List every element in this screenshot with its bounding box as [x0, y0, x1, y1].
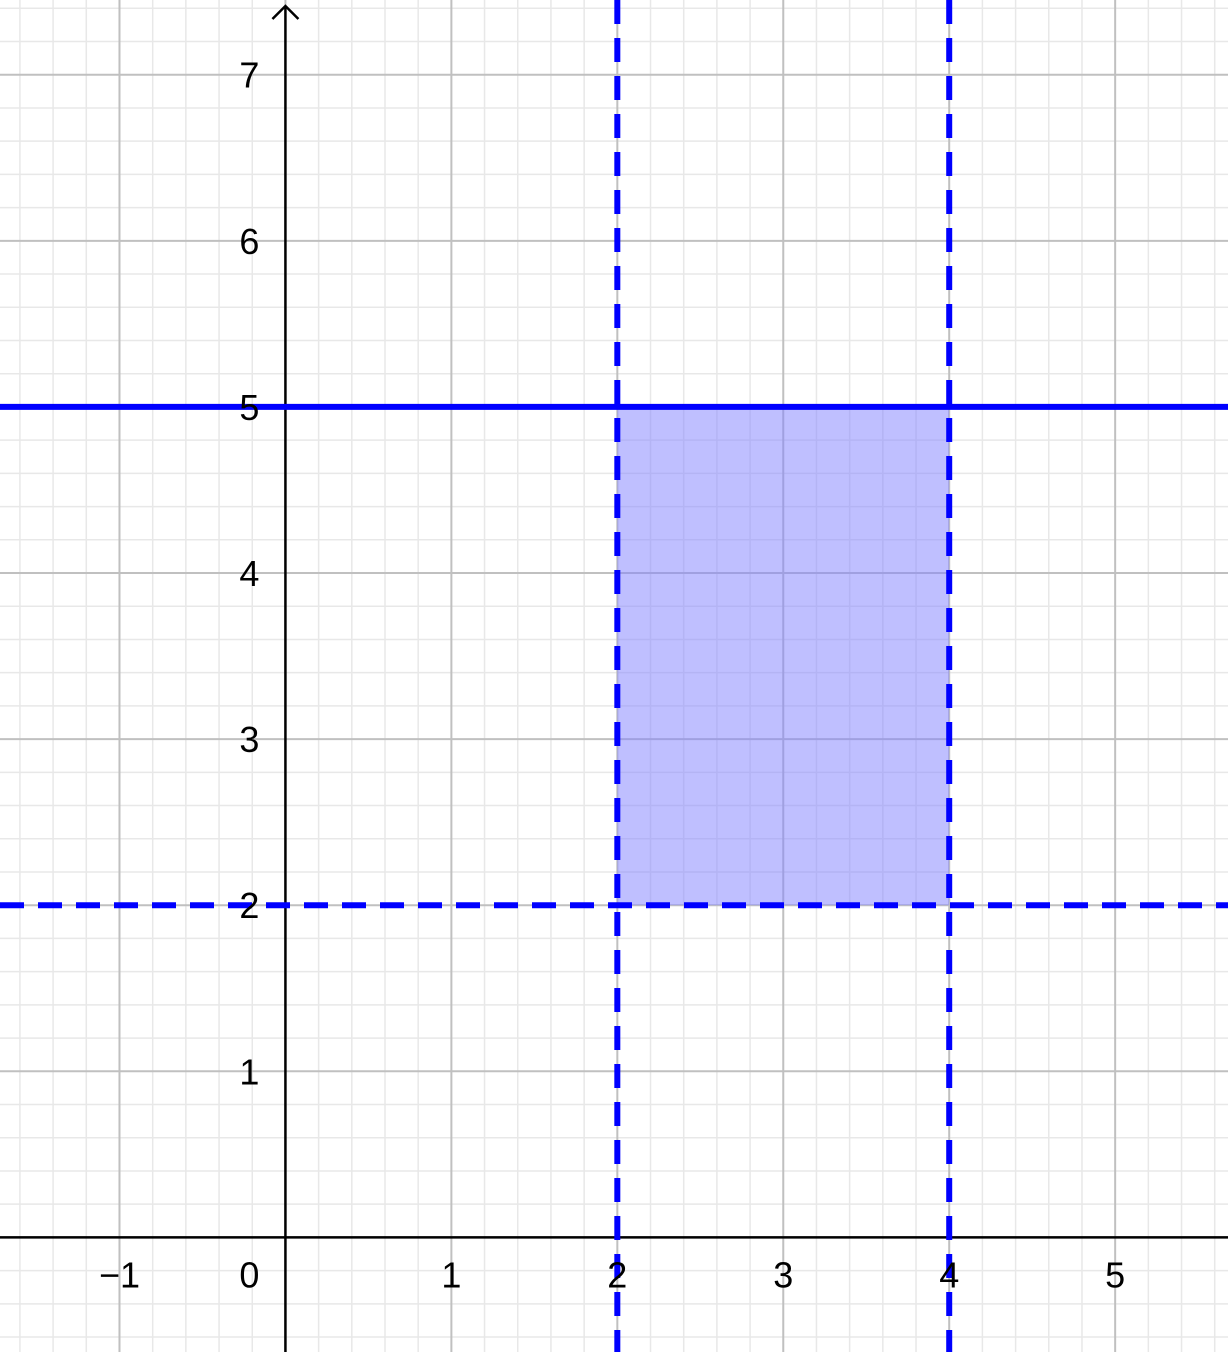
- y-tick-label: 6: [239, 221, 259, 262]
- y-tick-label: 4: [239, 553, 259, 594]
- y-tick-label: 1: [239, 1051, 259, 1092]
- y-tick-label: 2: [239, 885, 259, 926]
- x-tick-label: −1: [99, 1254, 140, 1295]
- axes: [0, 4, 1228, 1352]
- x-tick-label: 1: [441, 1254, 461, 1295]
- x-tick-label: 4: [939, 1254, 959, 1295]
- y-tick-label: 5: [239, 387, 259, 428]
- tick-labels: −1 1 2 3 4 5 0 1 2 3 4 5 6 7: [99, 55, 1125, 1296]
- y-tick-label: 7: [239, 55, 259, 96]
- y-axis-arrow-icon: [271, 4, 300, 20]
- shaded-solution-region: [617, 406, 950, 906]
- origin-label: 0: [239, 1254, 259, 1295]
- y-tick-label: 3: [239, 719, 259, 760]
- x-tick-label: 2: [607, 1254, 627, 1295]
- solution-region: [617, 406, 950, 906]
- x-tick-label: 5: [1105, 1254, 1125, 1295]
- x-tick-label: 3: [773, 1254, 793, 1295]
